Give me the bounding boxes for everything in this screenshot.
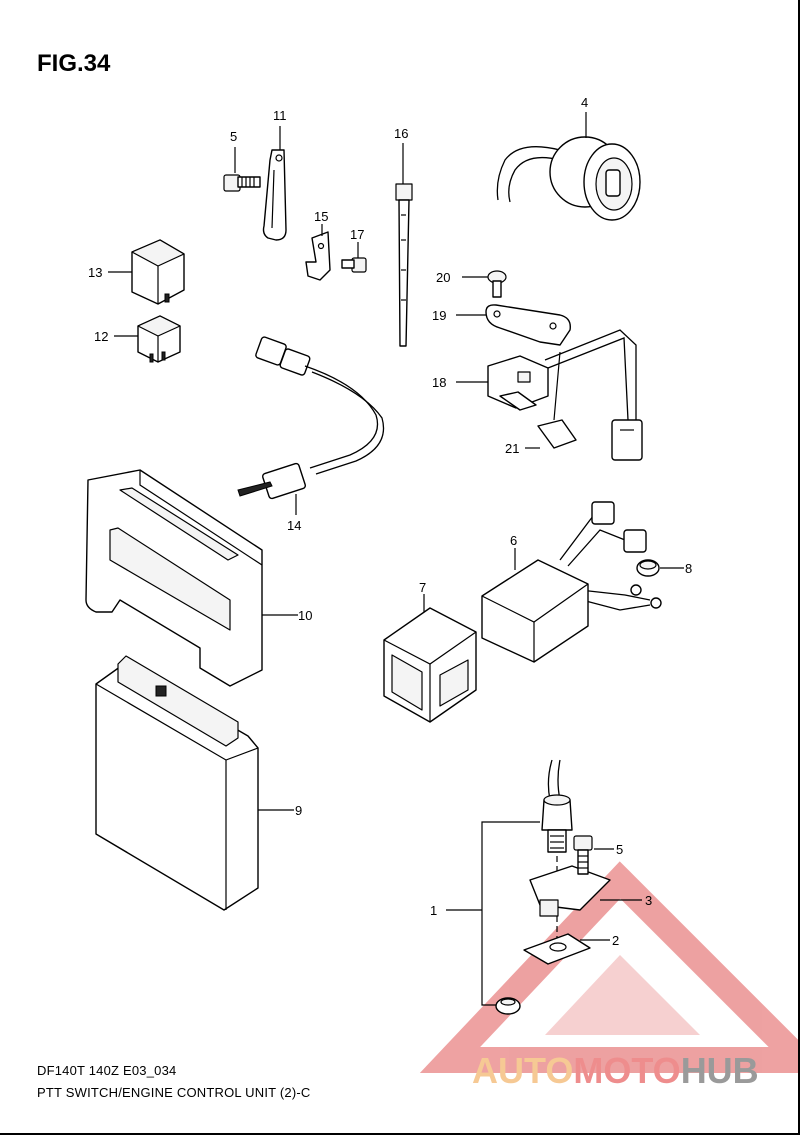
callout-19: 19 xyxy=(432,308,446,323)
callout-20: 20 xyxy=(436,270,450,285)
callout-4: 4 xyxy=(581,95,588,110)
callout-17: 17 xyxy=(350,227,364,242)
callout-1: 1 xyxy=(430,903,437,918)
watermark-part-2: MOTO xyxy=(573,1050,681,1091)
part-13-relay: 13 xyxy=(88,239,185,305)
callout-5-bottom: 5 xyxy=(616,842,623,857)
part-20-screw: 20 xyxy=(436,270,507,298)
frame-right-border xyxy=(798,0,800,1135)
callout-9: 9 xyxy=(295,803,302,818)
watermark-brand: AUTOMOTOHUB xyxy=(472,1050,759,1092)
part-14-harness: 14 xyxy=(237,336,385,533)
callout-leaders-lower: 3 2 xyxy=(580,893,652,948)
callout-21: 21 xyxy=(505,441,519,456)
callout-18: 18 xyxy=(432,375,446,390)
part-10-bracket: 10 xyxy=(85,469,312,687)
callout-16: 16 xyxy=(394,126,408,141)
callout-3: 3 xyxy=(645,893,652,908)
callout-8: 8 xyxy=(685,561,692,576)
part-12-relay: 12 xyxy=(94,315,181,363)
callout-11: 11 xyxy=(273,108,287,123)
callout-14: 14 xyxy=(287,518,301,533)
part-8-cap: 8 xyxy=(636,559,692,577)
callout-5-top: 5 xyxy=(230,129,237,144)
part-7-housing: 7 xyxy=(383,580,477,723)
model-code: DF140T 140Z E03_034 xyxy=(37,1063,177,1078)
callout-12: 12 xyxy=(94,329,108,344)
callout-6: 6 xyxy=(510,533,517,548)
callout-2: 2 xyxy=(612,933,619,948)
figure-title: FIG.34 xyxy=(37,50,111,77)
watermark-part-3: HUB xyxy=(680,1050,759,1091)
part-6-unit: 6 xyxy=(481,501,662,663)
callout-13: 13 xyxy=(88,265,102,280)
part-19-plate: 19 xyxy=(432,304,571,346)
frame-bottom-border xyxy=(0,1133,800,1135)
callout-7: 7 xyxy=(419,580,426,595)
part-5-bolt-top: 5 xyxy=(223,129,261,192)
callout-10: 10 xyxy=(298,608,312,623)
part-17-screw: 17 xyxy=(341,227,367,273)
part-15-bracket: 15 xyxy=(305,209,331,281)
part-9-ecu: 9 xyxy=(95,655,302,911)
part-1-sensor-assembly: 1 xyxy=(430,759,611,1015)
callout-15: 15 xyxy=(314,209,328,224)
part-21-clip: 21 xyxy=(505,351,577,456)
part-4-switch: 4 xyxy=(496,95,641,221)
watermark-triangle-logo xyxy=(419,861,800,1073)
part-5-bolt-bottom: 5 xyxy=(573,835,623,875)
watermark-part-1: AUTO xyxy=(472,1050,574,1091)
figure-description: PTT SWITCH/ENGINE CONTROL UNIT (2)-C xyxy=(37,1085,311,1100)
part-18-ptt-switch: 18 xyxy=(432,329,643,461)
part-16-cable-tie: 16 xyxy=(394,126,413,347)
part-11-clamp: 11 xyxy=(262,108,287,241)
